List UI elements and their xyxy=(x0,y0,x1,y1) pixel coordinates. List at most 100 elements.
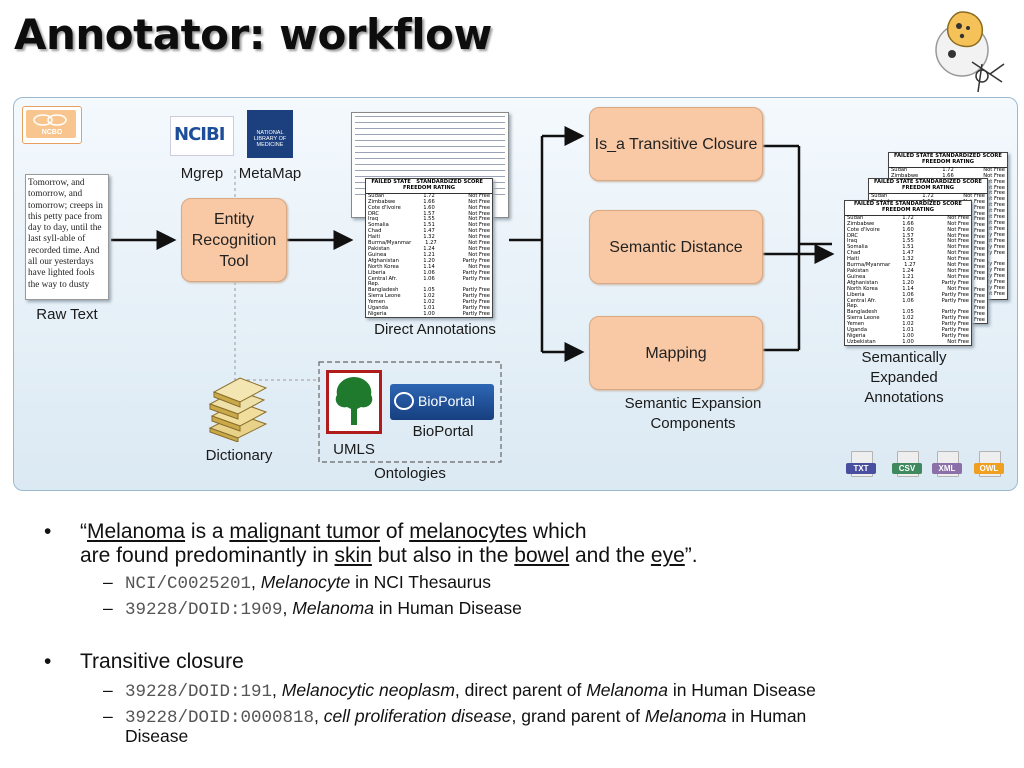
ncibi-logo-text: NCIBI xyxy=(174,124,225,145)
format-tag: XML xyxy=(932,463,962,474)
bowel-link[interactable]: bowel xyxy=(514,544,570,567)
umls-label: UMLS xyxy=(333,441,375,458)
semantically-expanded-annotations-label: Semantically Expanded Annotations xyxy=(861,349,947,406)
format-tag: CSV xyxy=(892,463,922,474)
dictionary-label: Dictionary xyxy=(205,447,273,464)
raw-text-sample: Tomorrow, and tomorrow, and tomorrow; cr… xyxy=(25,174,109,300)
tree-icon xyxy=(335,377,373,425)
concept-code: 39228/DOID:0000818 xyxy=(125,708,315,728)
nlm-logo-text: NATIONAL LIBRARY OF MEDICINE xyxy=(253,130,287,148)
direct-annotations-table: FAILED STATE STANDARDIZED SCORE FREEDOM … xyxy=(365,178,493,318)
dictionary-books-icon xyxy=(208,377,268,442)
semantic-distance-box: Semantic Distance xyxy=(589,210,763,284)
annotator-logo-icon xyxy=(935,11,1005,93)
csv-format-icon: CSV xyxy=(892,451,922,479)
melanocytes-link[interactable]: melanocytes xyxy=(409,520,528,543)
raw-text-label: Raw Text xyxy=(36,306,98,323)
eye-link[interactable]: eye xyxy=(650,544,685,567)
format-tag: OWL xyxy=(974,463,1004,474)
concept-code: 39228/DOID:1909 xyxy=(125,600,283,620)
xml-format-icon: XML xyxy=(932,451,962,479)
expanded-annotations-table-1: FAILED STATE STANDARDIZED SCORE FREEDOM … xyxy=(844,200,972,346)
entity-recognition-tool-box: Entity Recognition Tool xyxy=(181,198,287,282)
skin-link[interactable]: skin xyxy=(334,544,372,567)
nlm-logo: NATIONAL LIBRARY OF MEDICINE xyxy=(247,110,293,158)
ncbo-logo-text: NCBO xyxy=(41,129,63,136)
umls-logo xyxy=(326,370,382,434)
table-header: FAILED STATE STANDARDIZED SCORE FREEDOM … xyxy=(366,179,492,194)
malignant-tumor-link[interactable]: malignant tumor xyxy=(229,520,380,543)
table-header: FAILED STATE STANDARDIZED SCORE FREEDOM … xyxy=(869,179,987,194)
metamap-label: MetaMap xyxy=(238,165,302,182)
table-header: FAILED STATE STANDARDIZED SCORE FREEDOM … xyxy=(845,201,971,216)
mapping-box: Mapping xyxy=(589,316,763,390)
table-header: FAILED STATE STANDARDIZED SCORE FREEDOM … xyxy=(889,153,1007,168)
slide-title: Annotator: workflow xyxy=(14,10,492,59)
melanoma-link[interactable]: Melanoma xyxy=(87,520,186,543)
ncbo-swirl-icon xyxy=(33,114,67,126)
txt-format-icon: TXT xyxy=(846,451,876,479)
workflow-diagram: NCBO Tomorrow, and tomorrow, and tomorro… xyxy=(13,97,1018,491)
ncibi-logo: NCIBI xyxy=(170,116,234,156)
mgrep-label: Mgrep xyxy=(180,165,224,182)
bioportal-logo-text: BioPortal xyxy=(418,393,475,409)
ncbo-logo: NCBO xyxy=(22,106,82,144)
semantic-expansion-components-label: Semantic Expansion Components xyxy=(624,395,762,432)
concept-code: NCI/C0025201 xyxy=(125,574,252,594)
bioportal-label: BioPortal xyxy=(412,423,474,440)
format-tag: TXT xyxy=(846,463,876,474)
diagram-connectors xyxy=(111,126,835,463)
direct-annotations-label: Direct Annotations xyxy=(374,321,496,338)
bioportal-logo: BioPortal xyxy=(390,384,494,420)
owl-format-icon: OWL xyxy=(974,451,1004,479)
concept-code: 39228/DOID:191 xyxy=(125,682,273,702)
is-a-transitive-closure-box: Is_a Transitive Closure xyxy=(589,107,763,181)
